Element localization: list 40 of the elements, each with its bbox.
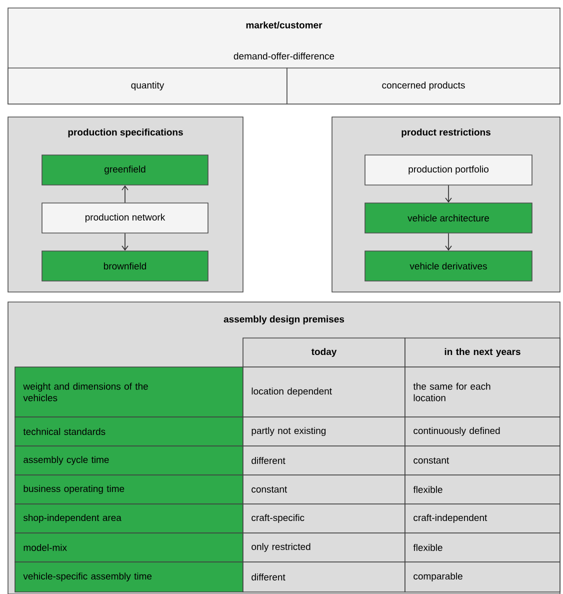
table-cell: quantity	[8, 68, 288, 104]
table-cell: the same for each location	[404, 366, 560, 418]
table-cell: partly not existing	[242, 416, 406, 446]
table-cell: comparable	[404, 562, 560, 592]
process-box: vehicle architecture	[364, 202, 532, 234]
table-cell: concerned products	[286, 68, 560, 104]
table-cell: craft-specific	[242, 504, 406, 534]
table-cell: constant	[404, 446, 560, 476]
column-header: today	[242, 338, 406, 368]
subheading: demand-offer-difference	[234, 52, 334, 60]
table-cell: weight and dimensions of the vehicles	[14, 366, 244, 418]
table-cell: different	[242, 446, 406, 476]
table-cell: vehicle-specific assembly time	[14, 562, 244, 592]
process-box: production network	[42, 202, 208, 234]
arrow	[445, 185, 452, 203]
table-cell: craft-independent	[404, 504, 560, 534]
arrow	[445, 233, 452, 251]
arrow	[122, 185, 128, 203]
table-cell: location dependent	[242, 366, 406, 418]
table-cell: continuously defined	[404, 416, 560, 446]
heading: assembly design premises	[224, 316, 344, 324]
table-cell: business operating time	[14, 474, 244, 504]
heading: product restrictions	[402, 128, 490, 138]
heading: market/customer	[246, 21, 322, 29]
table-cell: model-mix	[14, 532, 244, 562]
table-cell: flexible	[404, 532, 560, 562]
table-cell: flexible	[404, 474, 560, 504]
process-box: greenfield	[42, 154, 208, 186]
heading: production specifications	[68, 128, 183, 138]
table-cell: assembly cycle time	[14, 446, 244, 476]
column-header: in the next years	[404, 338, 560, 368]
arrow	[122, 233, 128, 251]
process-box: production portfolio	[364, 154, 532, 186]
table-cell: technical standards	[14, 416, 244, 446]
table-cell: shop-independent area	[14, 504, 244, 534]
process-box: brownfield	[42, 250, 208, 282]
table-cell: constant	[242, 474, 406, 504]
table-cell: different	[242, 562, 406, 592]
table-cell: only restricted	[242, 532, 406, 562]
process-box: vehicle derivatives	[364, 250, 532, 282]
